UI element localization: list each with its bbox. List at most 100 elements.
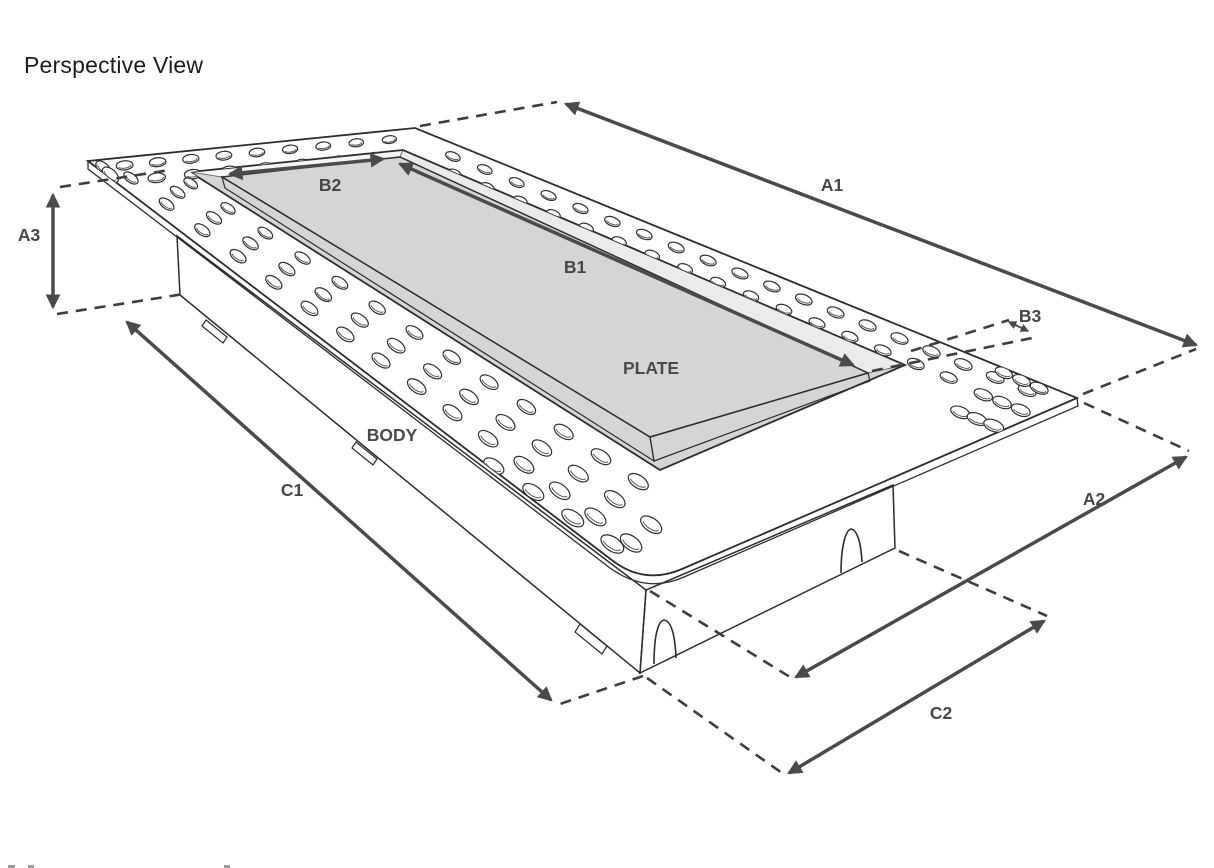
extension-line [559, 674, 644, 706]
mounting-hole [194, 223, 211, 238]
mounting-hole [973, 388, 994, 402]
mounting-hole [508, 176, 525, 189]
mounting-hole [350, 312, 369, 328]
dimension-arrows [45, 101, 1199, 775]
mounting-hole [331, 275, 349, 290]
dim-label-a2: A2 [1083, 489, 1106, 509]
dimension-arrow-a2 [794, 455, 1188, 679]
mounting-hole [826, 306, 845, 319]
mounting-hole [406, 378, 427, 396]
part-label-body: BODY [367, 425, 418, 445]
dimension-arrow-c2 [787, 619, 1046, 775]
mounting-hole [483, 457, 505, 475]
mounting-hole [148, 157, 167, 168]
mounting-hole [531, 439, 553, 457]
mounting-hole [348, 138, 365, 148]
mounting-hole [445, 151, 461, 162]
mounting-hole [368, 300, 386, 315]
mounting-hole [257, 226, 274, 240]
mounting-hole [619, 533, 643, 553]
mounting-hole [584, 507, 607, 527]
mounting-hole [600, 534, 625, 554]
mounting-hole [442, 404, 463, 422]
extension-line [1082, 347, 1197, 396]
mounting-hole [890, 332, 909, 345]
mounting-hole [479, 374, 499, 391]
mounting-hole [640, 515, 663, 535]
mounting-hole [604, 215, 621, 228]
mounting-hole [215, 150, 233, 161]
extension-line [419, 100, 558, 128]
mounting-hole [300, 300, 319, 317]
dimension-arrow-b3 [1007, 321, 1030, 332]
mounting-hole [248, 147, 266, 158]
mounting-hole [635, 228, 653, 241]
mounting-hole [567, 464, 589, 483]
mounting-hole [603, 489, 626, 509]
mounting-hole [371, 352, 391, 369]
mounting-hole [731, 267, 749, 280]
mounting-hole [169, 185, 186, 199]
part-label-plate: PLATE [623, 358, 679, 378]
dim-label-c1: C1 [281, 480, 304, 500]
mounting-hole [281, 144, 299, 155]
mounting-hole [590, 448, 612, 466]
mounting-hole [667, 241, 685, 254]
mounting-hole [513, 455, 535, 474]
mounting-hole [858, 319, 877, 332]
extension-line [1083, 401, 1190, 453]
mounting-hole [278, 261, 296, 277]
mounting-hole [953, 358, 973, 371]
mounting-hole [699, 254, 717, 267]
dim-label-c2: C2 [930, 703, 953, 723]
mounting-hole [794, 293, 813, 306]
mounting-hole [939, 371, 958, 384]
mounting-hole [386, 337, 406, 354]
mounting-hole [182, 153, 200, 164]
dimension-arrow-a1 [563, 101, 1199, 348]
tab-slot [574, 623, 608, 655]
mounting-hole [205, 211, 223, 225]
mounting-hole [314, 287, 333, 303]
mounting-hole [147, 172, 166, 184]
extension-line [649, 589, 791, 679]
dimension-arrow-b1 [397, 162, 856, 367]
mounting-hole [381, 135, 398, 145]
mounting-hole [983, 418, 1005, 433]
mounting-hole [294, 251, 311, 265]
mounting-hole [1010, 403, 1031, 418]
mounting-hole [315, 141, 332, 151]
mounting-hole [516, 398, 537, 416]
mounting-hole [336, 326, 355, 343]
mounting-hole [183, 177, 199, 190]
mounting-hole [459, 388, 479, 406]
dim-label-b1: B1 [564, 257, 587, 277]
extension-line [646, 676, 783, 775]
extension-line [56, 292, 185, 316]
page-title: Perspective View [24, 52, 204, 78]
mounting-hole [950, 405, 971, 420]
mounting-hole [265, 274, 283, 290]
mounting-hole [220, 201, 236, 215]
mounting-hole [906, 357, 925, 371]
mounting-hole [158, 197, 175, 211]
mounting-hole [763, 280, 781, 293]
mounting-hole [992, 395, 1012, 410]
dim-label-b2: B2 [319, 175, 342, 195]
dim-label-b3: B3 [1019, 306, 1042, 326]
mounting-hole [229, 248, 247, 264]
mounting-hole [548, 481, 571, 501]
mounting-hole [572, 202, 589, 215]
mounting-hole [115, 160, 134, 171]
mounting-hole [540, 189, 557, 202]
mounting-hole [476, 164, 493, 175]
cropped-text-fragment [8, 865, 230, 868]
mounting-hole [627, 472, 649, 491]
mounting-hole [442, 349, 462, 365]
dimension-arrow-c1 [125, 320, 553, 702]
dim-label-a1: A1 [821, 175, 844, 195]
mounting-hole [495, 413, 516, 431]
mounting-hole [242, 236, 259, 251]
